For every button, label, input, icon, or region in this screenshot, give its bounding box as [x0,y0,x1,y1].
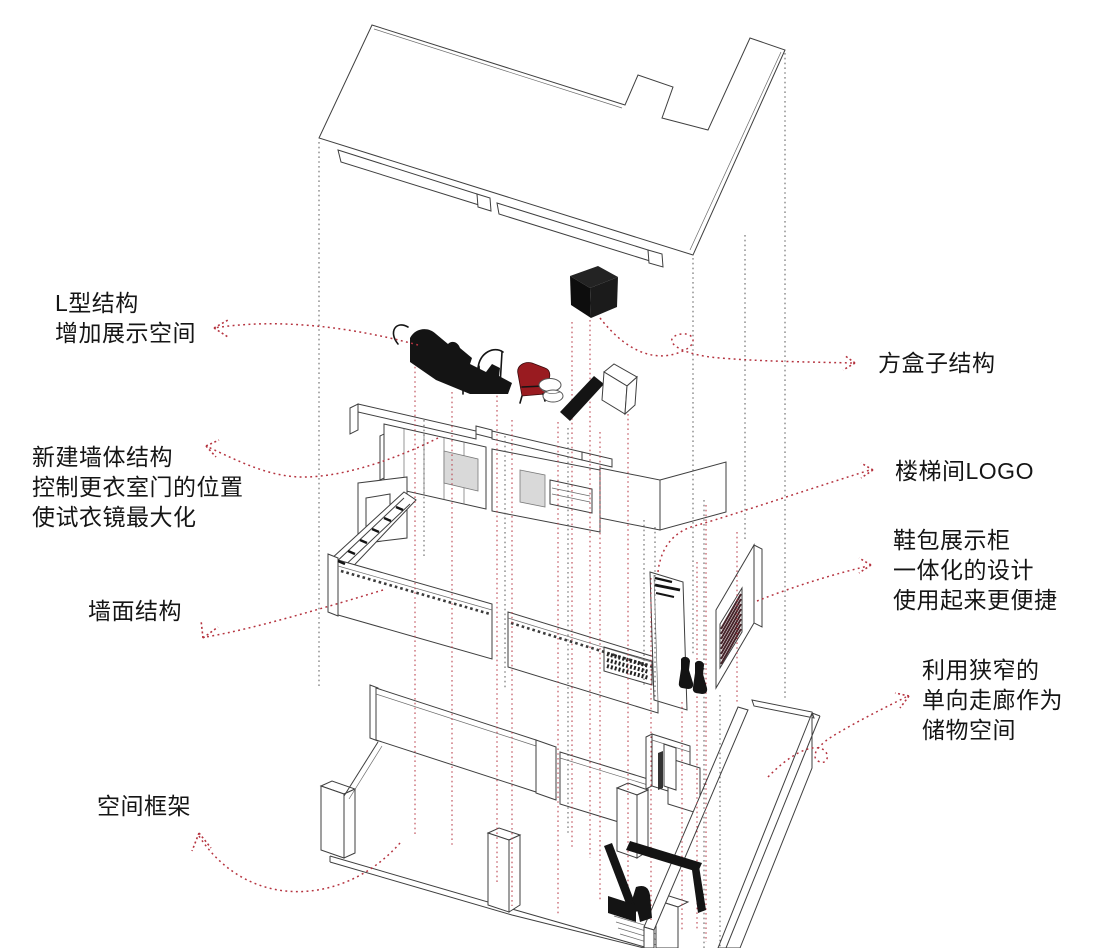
arrow-l-structure [213,319,419,346]
label-line: 方盒子结构 [878,350,996,376]
black-panel [560,376,604,421]
label-line: 使试衣镜最大化 [32,504,197,530]
arrow-wall-surface [200,589,384,639]
wire-chair [477,348,504,391]
label-line: L型结构 [55,290,139,316]
label-space-frame: 空间框架 [97,791,191,821]
arrow-corridor-storage [767,692,910,778]
coat-hook [392,324,409,345]
label-line: 空间框架 [97,793,191,819]
annotation-arrows [191,317,910,893]
shoe-display-wall [715,543,763,690]
roof-plane [318,24,786,268]
louver-stripes [720,593,742,665]
arrow-shoe-display [756,557,872,602]
shoes [678,656,708,694]
projection-lines-black [318,53,786,948]
arrow-space-frame [191,832,401,893]
label-wall-surface: 墙面结构 [88,596,182,626]
white-box [601,363,638,416]
arrow-new-wall [205,437,439,478]
new-wall-structure [329,403,727,579]
stair-enclosure [604,841,706,922]
label-line: 楼梯间LOGO [895,458,1034,484]
label-stair-logo: 楼梯间LOGO [895,456,1034,486]
arrow-box-structure [599,317,856,371]
logo-marks [654,576,681,598]
sofa [410,329,512,394]
label-line: 增加展示空间 [55,320,196,346]
stair-logo-wall [649,571,688,711]
furniture-layer [337,266,708,922]
label-line: 墙面结构 [88,598,182,624]
label-l-structure: L型结构 增加展示空间 [55,288,196,348]
label-line: 使用起来更便捷 [893,587,1058,613]
door-sliver [658,751,663,790]
label-new-wall: 新建墙体结构 控制更衣室门的位置 使试衣镜最大化 [32,442,244,532]
label-line: 鞋包展示柜 [893,527,1011,553]
label-corridor-storage: 利用狭窄的 单向走廊作为 储物空间 [922,655,1063,745]
label-line: 利用狭窄的 [922,657,1040,683]
label-line: 单向走廊作为 [922,687,1063,713]
label-line: 新建墙体结构 [32,444,173,470]
label-box-structure: 方盒子结构 [878,348,996,378]
ladder-treads [337,505,404,566]
storage-corridor [643,699,821,948]
label-line: 控制更衣室门的位置 [32,474,244,500]
label-line: 储物空间 [922,717,1016,743]
floor-frame [319,684,701,948]
swirl-table [538,378,564,403]
label-shoe-display: 鞋包展示柜 一体化的设计 使用起来更便捷 [893,525,1058,615]
label-line: 一体化的设计 [893,557,1034,583]
arrow-stair-logo [657,462,874,573]
black-box [570,266,618,318]
wall-surface-panels [327,553,659,714]
